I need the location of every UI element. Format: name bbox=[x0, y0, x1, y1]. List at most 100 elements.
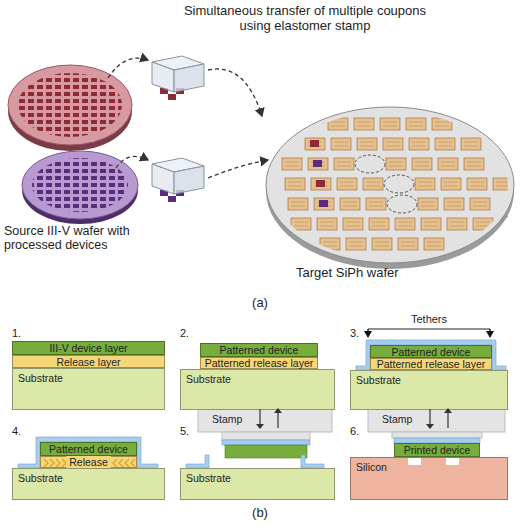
target-sip-wafer bbox=[473, 202, 487, 206]
source-wafer-top bbox=[8, 65, 132, 151]
target-sip-wafer bbox=[314, 198, 334, 210]
target-sip-wafer bbox=[285, 162, 299, 166]
text-label: Target SiPh wafer bbox=[296, 266, 446, 281]
target-sip-wafer bbox=[340, 198, 360, 210]
layer-label: Release layer bbox=[56, 356, 120, 368]
target-sip-wafer bbox=[412, 142, 426, 146]
target-sip-wafer bbox=[473, 218, 493, 230]
layer-label: Substrate bbox=[18, 472, 63, 484]
broken-tether bbox=[301, 455, 324, 468]
target-sip-wafer bbox=[266, 107, 514, 269]
tether bbox=[18, 437, 158, 468]
layer-label: Substrate bbox=[18, 372, 63, 384]
target-sip-wafer bbox=[323, 242, 337, 246]
target-sip-wafer bbox=[357, 138, 377, 150]
text-label: 3. bbox=[350, 327, 366, 340]
target-sip-wafer bbox=[470, 182, 484, 186]
target-sip-wafer bbox=[328, 118, 348, 130]
target-sip-wafer bbox=[401, 242, 415, 246]
target-sip-wafer bbox=[387, 195, 417, 213]
target-sip-wafer bbox=[369, 218, 389, 230]
target-sip-wafer bbox=[386, 142, 400, 146]
target-sip-wafer bbox=[354, 118, 374, 130]
target-sip-wafer bbox=[415, 162, 429, 166]
target-sip-wafer bbox=[398, 222, 412, 226]
layer-label: Silicon bbox=[356, 461, 387, 473]
transfer-arrow bbox=[116, 156, 148, 168]
target-sip-wafer bbox=[412, 158, 432, 170]
target-sip-wafer bbox=[409, 122, 423, 126]
target-sip-wafer bbox=[424, 238, 444, 250]
source-wafer-bottom bbox=[22, 151, 138, 219]
transfer-arrow bbox=[108, 58, 148, 78]
source-wafer-bottom bbox=[32, 158, 128, 212]
picked-device bbox=[222, 438, 480, 458]
target-sip-wafer bbox=[398, 238, 418, 250]
layer-label: Substrate bbox=[186, 472, 231, 484]
target-sip-wafer bbox=[389, 162, 403, 166]
target-sip-wafer bbox=[337, 162, 351, 166]
tether-bracket bbox=[368, 329, 490, 337]
text-label: 4. bbox=[12, 425, 34, 438]
layer-label: Stamp bbox=[212, 413, 242, 425]
tether bbox=[356, 340, 506, 370]
target-sip-wafer bbox=[343, 202, 357, 206]
target-sip-wafer bbox=[320, 222, 334, 226]
layer-label: Substrate bbox=[356, 374, 401, 386]
patterned-device: Patterned device bbox=[200, 343, 318, 357]
patterned-release-layer: Patterned release layer bbox=[200, 357, 318, 369]
target-sip-wafer bbox=[406, 118, 426, 130]
target-sip-wafer bbox=[372, 222, 386, 226]
transfer-arrow bbox=[208, 160, 268, 178]
target-sip-wafer bbox=[369, 202, 383, 206]
target-sip-wafer bbox=[384, 175, 414, 193]
target-sip-wafer bbox=[467, 162, 481, 166]
target-sip-wafer bbox=[363, 178, 383, 190]
substrate: Substrate bbox=[180, 468, 335, 500]
target-sip-wafer bbox=[438, 142, 452, 146]
text-label: Source III-V wafer with processed device… bbox=[4, 224, 132, 253]
target-sip-wafer bbox=[427, 242, 441, 246]
target-sip-wafer bbox=[266, 107, 514, 263]
target-sip-wafer bbox=[435, 122, 449, 126]
elastomer-stamp bbox=[168, 196, 176, 202]
target-sip-wafer bbox=[464, 142, 478, 146]
elastomer-stamp bbox=[152, 164, 174, 194]
text-label: 2. bbox=[180, 327, 202, 340]
target-sip-wafer bbox=[450, 222, 464, 226]
layer-label: Patterned release layer bbox=[205, 357, 314, 369]
target-sip-wafer bbox=[334, 142, 348, 146]
target-sip-wafer bbox=[308, 158, 328, 170]
target-sip-wafer bbox=[415, 178, 435, 190]
layer-label: Stamp bbox=[382, 413, 412, 425]
stamp-body bbox=[198, 405, 505, 440]
silicon-substrate: Silicon bbox=[350, 457, 508, 500]
elastomer-stamp bbox=[168, 94, 176, 100]
layer-label: Printed device bbox=[404, 444, 471, 456]
device-layer: III-V device layer bbox=[12, 341, 165, 355]
target-sip-wafer bbox=[372, 238, 392, 250]
target-sip-wafer bbox=[294, 222, 308, 226]
substrate: Substrate bbox=[12, 468, 165, 500]
target-sip-wafer bbox=[355, 155, 385, 173]
text-label: 1. bbox=[12, 327, 34, 340]
picked-device bbox=[222, 440, 310, 445]
source-wafer-top bbox=[18, 73, 122, 137]
transfer-arrow bbox=[208, 69, 262, 116]
target-sip-wafer bbox=[366, 198, 386, 210]
target-sip-wafer bbox=[424, 222, 438, 226]
target-sip-wafer bbox=[444, 182, 458, 186]
target-sip-wafer bbox=[317, 218, 337, 230]
target-sip-wafer bbox=[288, 198, 308, 210]
layer-label: Patterned device bbox=[220, 344, 299, 356]
target-sip-wafer bbox=[343, 218, 363, 230]
target-sip-wafer bbox=[435, 138, 455, 150]
layer-label: Patterned device bbox=[49, 443, 128, 455]
broken-tether bbox=[186, 455, 209, 468]
release-etch: Release bbox=[40, 456, 137, 468]
target-sip-wafer bbox=[310, 140, 319, 147]
stamp-body bbox=[392, 432, 482, 438]
printed-device: Printed device bbox=[394, 443, 480, 457]
target-sip-wafer bbox=[346, 222, 360, 226]
